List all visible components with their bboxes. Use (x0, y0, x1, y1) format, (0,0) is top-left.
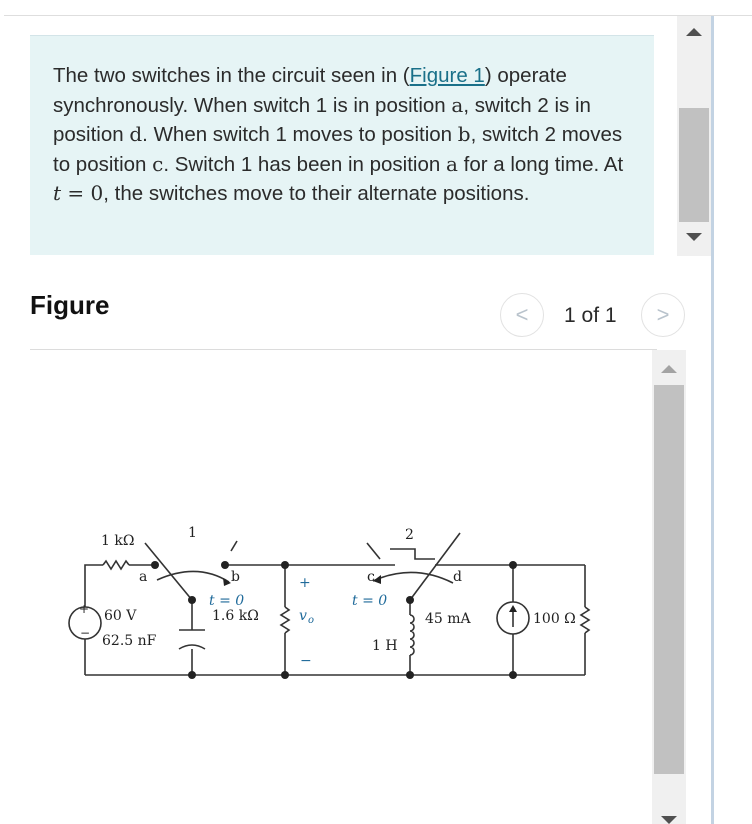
figure-scrollbar-thumb[interactable] (654, 385, 684, 774)
next-figure-button[interactable]: > (641, 293, 685, 337)
label-1kohm: 1 kΩ (101, 533, 134, 549)
panel-divider[interactable] (711, 16, 714, 824)
question-text-part: for a long time. At (457, 152, 624, 176)
label-62.5nf: 62.5 nF (102, 633, 157, 649)
label-node-d: d (453, 569, 462, 585)
figure-scroll-up-arrow-icon[interactable] (661, 365, 677, 373)
chevron-right-icon: > (656, 302, 670, 327)
vo-minus: − (300, 653, 312, 669)
circuit-diagram: 1 kΩ 1 2 a b c d 60 V + − 62.5 nF 1.6 kΩ… (68, 525, 591, 679)
label-t0-switch2: t = 0 (352, 593, 387, 609)
position-b: b (457, 122, 471, 147)
chevron-left-icon: < (515, 302, 529, 327)
math-equals: = (61, 181, 91, 206)
label-vo-sub: o (308, 615, 314, 626)
label-t0-switch1: t = 0 (209, 593, 244, 609)
question-box: The two switches in the circuit seen in … (30, 35, 654, 255)
question-scrollbar-thumb[interactable] (679, 108, 709, 222)
source-minus: − (80, 626, 90, 640)
label-100ohm: 100 Ω (533, 611, 576, 627)
figure-1-link[interactable]: Figure 1 (409, 64, 485, 87)
question-text-part: . Switch 1 has been in position (163, 152, 446, 176)
figure-divider (30, 349, 657, 350)
label-switch-2: 2 (405, 527, 414, 543)
question-text-part: , the switches move to their alternate p… (103, 182, 530, 206)
previous-figure-button[interactable]: < (500, 293, 544, 337)
vo-plus: + (299, 575, 311, 591)
figure-title: Figure (30, 290, 110, 320)
label-60v: 60 V (104, 608, 137, 624)
label-vo: v (299, 608, 307, 624)
label-switch-1: 1 (188, 525, 197, 541)
position-d: d (129, 122, 143, 147)
source-plus: + (79, 602, 89, 616)
question-text-part: ) operate synchronously. When switch 1 i… (53, 64, 567, 117)
question-text-part: , switch 2 moves to position (53, 123, 623, 176)
scroll-down-arrow-icon[interactable] (686, 233, 702, 241)
label-node-a: a (139, 569, 147, 585)
position-a: a (445, 151, 458, 176)
question-text-part: , switch 2 is in position (53, 93, 591, 147)
question-text: The two switches in the circuit seen in … (53, 62, 633, 209)
question-text-part: . When switch 1 moves to position (142, 123, 458, 147)
label-1h: 1 H (372, 638, 398, 654)
figure-scroll-down-arrow-icon[interactable] (661, 816, 677, 824)
label-45ma: 45 mA (425, 611, 472, 627)
figure-pager-label: 1 of 1 (564, 304, 617, 327)
label-1.6kohm: 1.6 kΩ (212, 608, 259, 624)
position-a: a (451, 92, 464, 117)
math-t: t (53, 181, 62, 206)
top-divider (4, 15, 752, 16)
scroll-up-arrow-icon[interactable] (686, 28, 702, 36)
label-node-c: c (367, 569, 375, 585)
math-zero: 0 (90, 181, 104, 206)
question-text-part: The two switches in the circuit seen in … (53, 64, 410, 87)
position-c: c (152, 151, 164, 176)
label-node-b: b (231, 569, 240, 585)
